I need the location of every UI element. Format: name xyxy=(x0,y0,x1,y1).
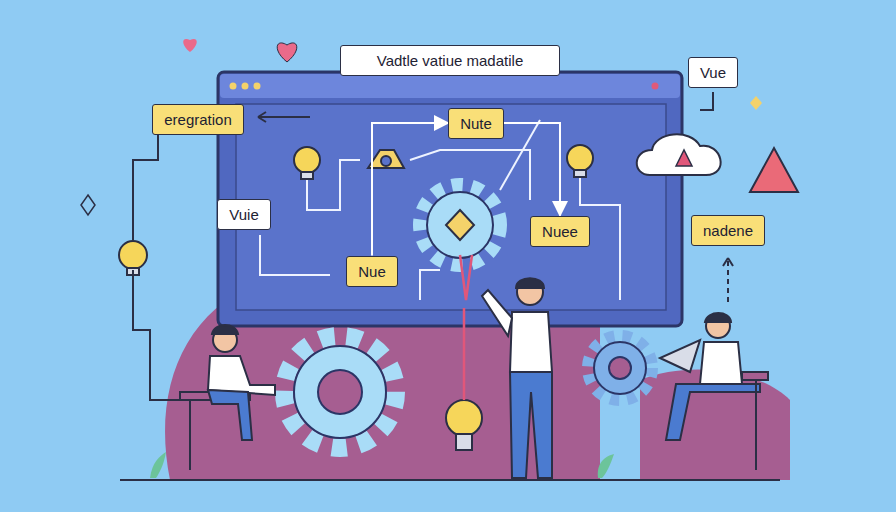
ground-line xyxy=(120,479,780,481)
sparkle xyxy=(750,96,762,110)
label-box: Nute xyxy=(448,108,504,139)
purple-blob xyxy=(640,370,790,480)
inner-panel xyxy=(236,104,666,310)
triangle xyxy=(750,148,798,192)
label-box: nadene xyxy=(691,215,765,246)
window-dot xyxy=(230,83,237,90)
box-label: eregration xyxy=(164,111,232,128)
box-label: Vuie xyxy=(229,206,258,223)
sparkle xyxy=(81,195,95,215)
box-label: Vue xyxy=(700,64,726,81)
eye-icon xyxy=(368,150,404,168)
plant xyxy=(598,454,614,478)
box-label: Nute xyxy=(460,115,492,132)
triangle xyxy=(676,150,692,166)
browser-window xyxy=(218,72,682,326)
circuit-lines xyxy=(260,120,620,300)
person-left xyxy=(180,325,275,470)
box-label: Nue xyxy=(358,263,386,280)
heart xyxy=(183,39,197,52)
label-box: Vue xyxy=(688,57,738,88)
eye-icon xyxy=(381,156,391,166)
gear xyxy=(420,185,500,265)
box-label: Vadtle vatiue madatile xyxy=(352,52,548,69)
window-dot xyxy=(242,83,249,90)
connector-arrow xyxy=(372,123,448,256)
gear xyxy=(588,336,652,400)
label-box: Nue xyxy=(346,256,398,287)
label-box: Vuie xyxy=(217,199,270,230)
box-label: nadene xyxy=(703,222,753,239)
leader-line xyxy=(133,92,733,400)
person-center xyxy=(460,255,552,478)
box-label: Nuee xyxy=(542,223,578,240)
window-dot xyxy=(254,83,261,90)
cloud xyxy=(637,134,721,175)
connector-arrow xyxy=(504,123,560,216)
title-bar xyxy=(220,74,680,98)
plant xyxy=(150,452,166,478)
title-box: Vadtle vatiue madatile xyxy=(340,45,560,76)
heart xyxy=(277,43,297,62)
label-box: eregration xyxy=(152,104,244,135)
gear xyxy=(284,336,396,448)
label-box: Nuee xyxy=(530,216,590,247)
person-right xyxy=(660,313,768,470)
window-dot xyxy=(652,83,659,90)
